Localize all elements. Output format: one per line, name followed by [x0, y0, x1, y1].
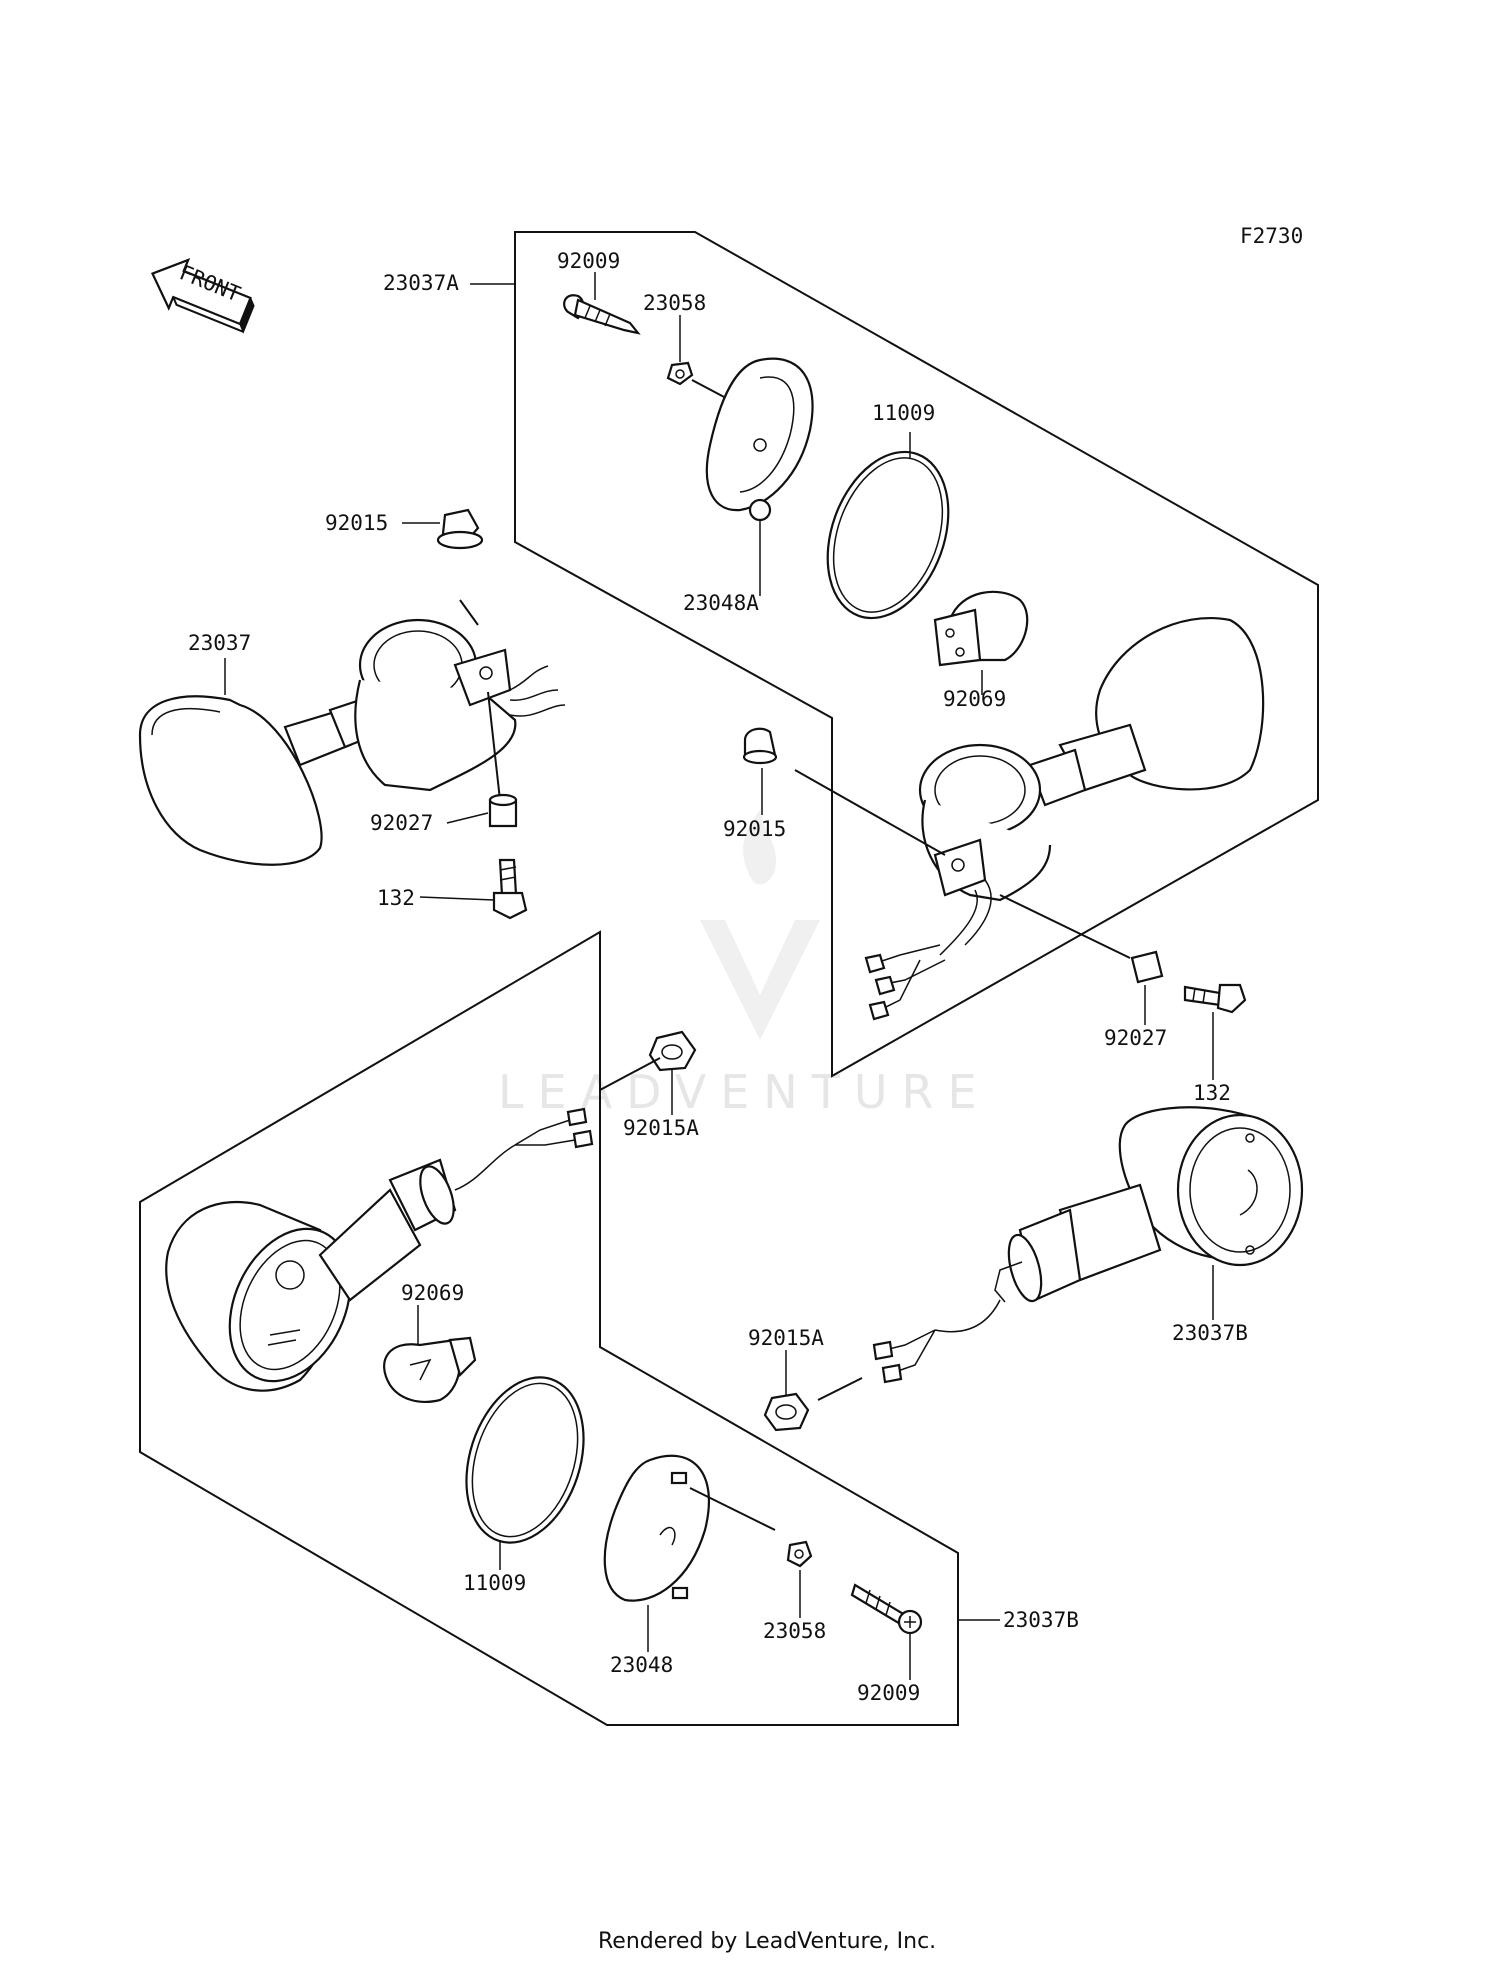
nut-23058-bottom	[786, 1540, 813, 1568]
gasket-11009-top	[826, 450, 950, 620]
callout-11009-bottom: 11009	[463, 1571, 526, 1595]
footer-credit: Rendered by LeadVenture, Inc.	[598, 1929, 936, 1954]
nut-23058-top	[666, 361, 694, 386]
exploded-box-rear-left	[139, 930, 959, 1726]
turn-signal-front-left	[138, 618, 566, 866]
bolt-132-left	[492, 858, 528, 920]
turn-signal-front-right	[864, 617, 1265, 1021]
turn-signal-rear-right	[872, 1106, 1304, 1384]
nut-92015-left	[436, 508, 484, 550]
callout-23037B-bottom: 23037B	[1003, 1608, 1079, 1632]
callout-92069-top: 92069	[943, 687, 1006, 711]
callout-11009-top: 11009	[872, 401, 935, 425]
callout-92069-bottom: 92069	[401, 1281, 464, 1305]
collar-92027-right	[1130, 950, 1164, 984]
nut-92015A-bottom	[763, 1392, 810, 1432]
watermark-logo	[700, 810, 820, 1040]
exploded-box-front-right	[514, 231, 1319, 1078]
callout-23037: 23037	[188, 631, 251, 655]
front-arrow-icon	[151, 257, 255, 334]
collar-92027-left	[488, 793, 518, 828]
callout-92015-left: 92015	[325, 511, 388, 535]
callout-132-right: 132	[1193, 1081, 1231, 1105]
nut-92015-mid	[742, 727, 778, 765]
screw-92009-top	[563, 294, 641, 335]
bulb-92069-bottom	[383, 1336, 477, 1403]
turn-signal-rear-left	[165, 1107, 594, 1392]
callout-92009-top: 92009	[557, 249, 620, 273]
callout-92015A-mid: 92015A	[623, 1116, 699, 1140]
callout-23048A: 23048A	[683, 591, 759, 615]
callout-92009-bottom: 92009	[857, 1681, 920, 1705]
bulb-92069-top	[933, 590, 1029, 667]
diagram-code: F2730	[1240, 224, 1303, 248]
gasket-11009-bottom	[465, 1376, 585, 1544]
lens-housing-23048	[603, 1454, 711, 1602]
callout-92027-right: 92027	[1104, 1026, 1167, 1050]
callout-23058-bottom: 23058	[763, 1619, 826, 1643]
callout-132-left: 132	[377, 886, 415, 910]
callout-23058-top: 23058	[643, 291, 706, 315]
lens-housing-23048A	[705, 357, 814, 522]
callout-23037A: 23037A	[383, 271, 459, 295]
screw-92009-bottom	[850, 1583, 923, 1635]
callout-23037B-right: 23037B	[1172, 1321, 1248, 1345]
nut-92015A-mid	[648, 1030, 697, 1072]
callout-92027-left: 92027	[370, 811, 433, 835]
callout-92015A-bottom: 92015A	[748, 1326, 824, 1350]
callout-92015-mid: 92015	[723, 817, 786, 841]
bolt-132-right	[1183, 983, 1247, 1014]
callout-23048: 23048	[610, 1653, 673, 1677]
